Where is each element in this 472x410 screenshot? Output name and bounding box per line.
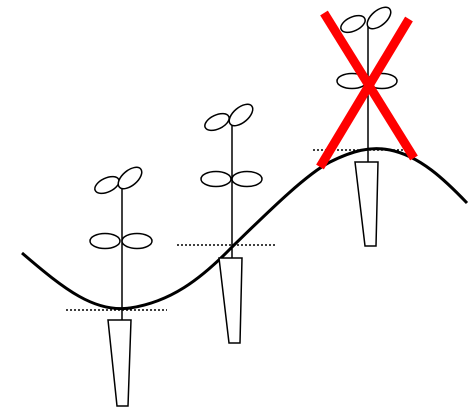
top-leaf-left — [202, 110, 231, 134]
root-plug — [219, 258, 242, 343]
top-leaf-right — [114, 163, 145, 192]
top-leaf-left — [92, 173, 121, 197]
top-leaf-right — [225, 100, 256, 129]
plant-peak — [313, 3, 414, 246]
root-plug — [108, 320, 131, 406]
lower-leaf-right — [122, 234, 152, 249]
plant-valley — [66, 163, 167, 406]
lower-leaf-right — [232, 172, 262, 187]
root-plug — [355, 162, 378, 246]
lower-leaf-left — [201, 172, 231, 187]
plant-slope — [177, 100, 277, 343]
top-leaf-left — [338, 12, 367, 36]
cross-mark-stroke-2 — [320, 19, 409, 167]
lower-leaf-left — [90, 234, 120, 249]
